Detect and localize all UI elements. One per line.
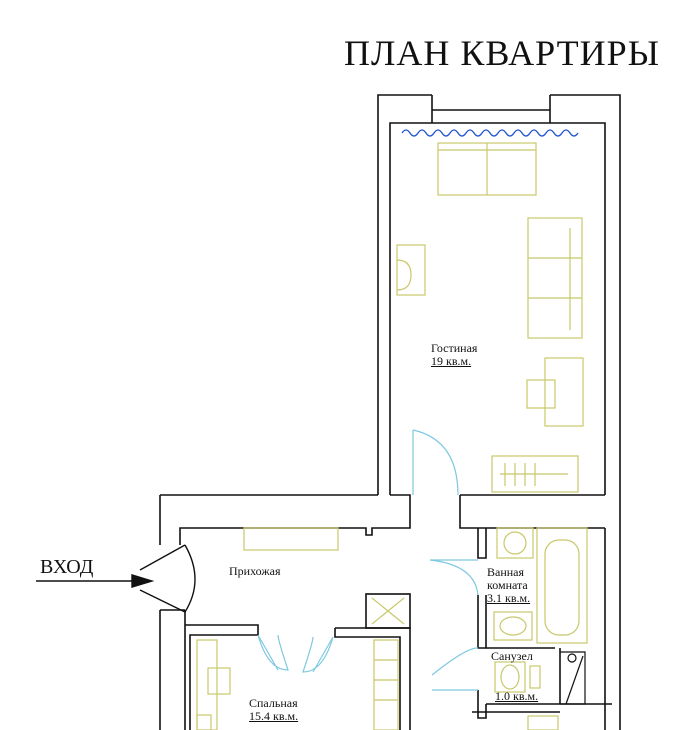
plan-title: ПЛАН КВАРТИРЫ: [344, 33, 661, 73]
room-area: 19 кв.м.: [431, 354, 472, 368]
doors: [257, 429, 479, 691]
room-name: Ванная: [487, 565, 525, 579]
entrance-label: ВХОД: [40, 556, 94, 578]
room-wc: Санузел: [491, 650, 533, 663]
furniture: [196, 142, 588, 730]
room-wc-area: 1.0 кв.м.: [495, 689, 539, 703]
room-name: Прихожая: [229, 564, 281, 578]
room-name: Спальная: [249, 696, 298, 710]
walls: [159, 94, 621, 730]
room-bathroom: Ванная комната 3.1 кв.м.: [487, 566, 530, 605]
room-name: Гостиная: [431, 341, 478, 355]
window: [401, 129, 579, 137]
room-name: комната: [487, 578, 528, 592]
room-bedroom: Спальная 15.4 кв.м.: [249, 697, 298, 723]
shower-corner: [560, 651, 586, 705]
room-area: 3.1 кв.м.: [487, 591, 531, 605]
room-living: Гостиная 19 кв.м.: [431, 342, 477, 368]
room-hall: Прихожая: [229, 565, 280, 578]
room-area: 15.4 кв.м.: [249, 709, 299, 723]
entrance-door: [139, 544, 196, 613]
room-name: Санузел: [491, 649, 533, 663]
entrance-arrow: [36, 574, 155, 588]
